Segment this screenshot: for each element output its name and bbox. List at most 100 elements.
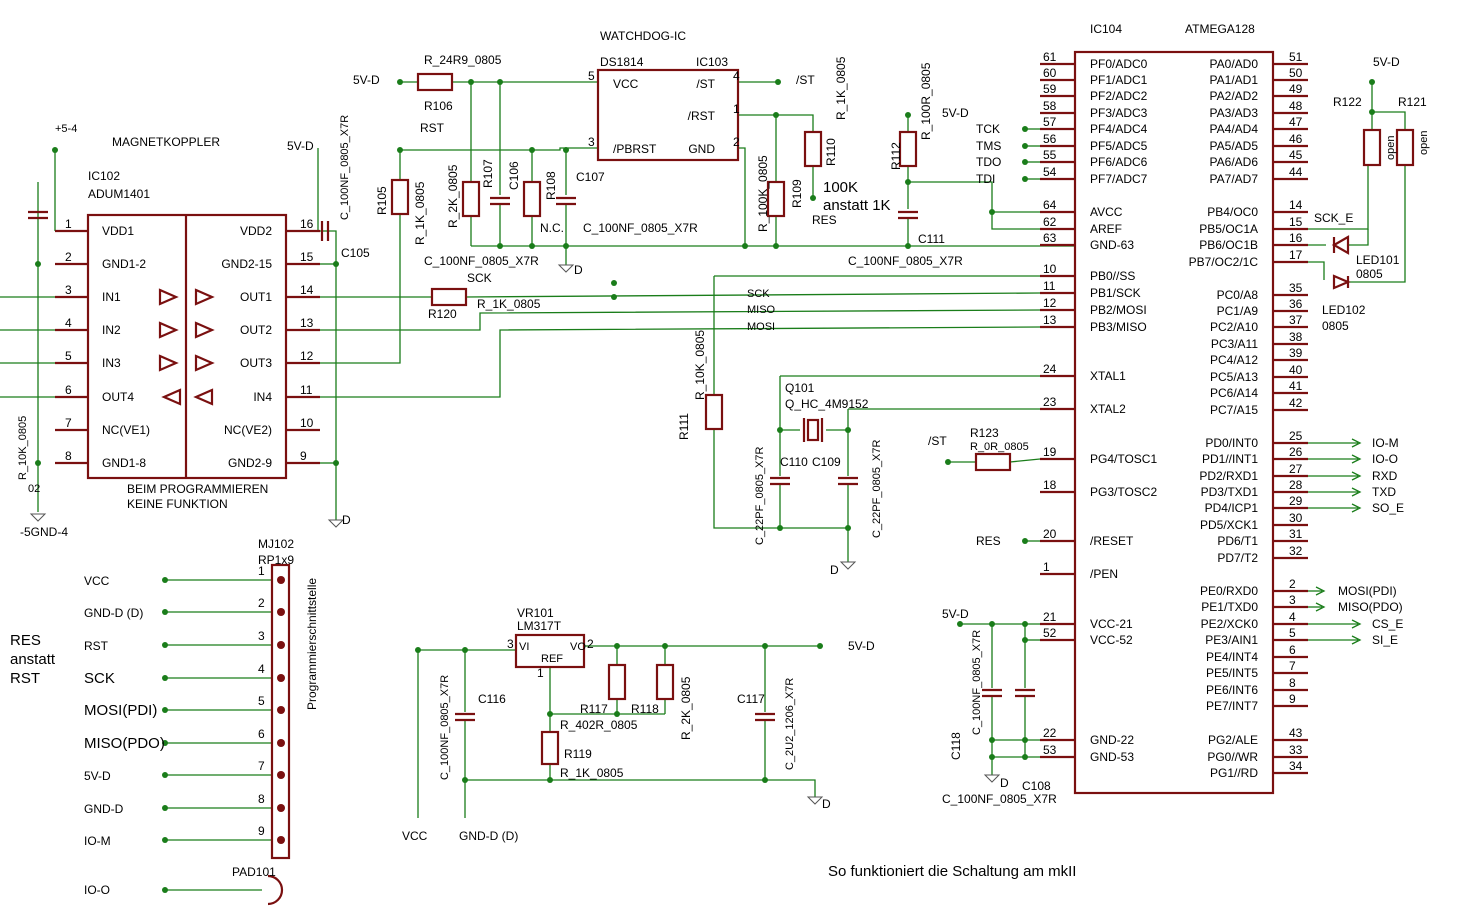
resistor-r121	[1395, 128, 1415, 167]
junction	[989, 754, 995, 760]
part-label: C107	[576, 170, 605, 184]
mcu-pin-num: 18	[1043, 478, 1057, 492]
part-label: R_2K_0805	[679, 676, 693, 740]
mcu-pin-num: 4	[1289, 610, 1296, 624]
junction	[162, 675, 168, 681]
mcu-pin-name: PD2/RXD1	[1199, 469, 1258, 483]
connector-pin-dot	[277, 706, 285, 714]
mcu-pin-num: 30	[1289, 511, 1303, 525]
net-arrow	[1351, 487, 1362, 497]
net-label: SCK	[747, 288, 770, 300]
coupler-pin-num: 5	[65, 349, 72, 363]
junction	[162, 887, 168, 893]
coupler-pin-name: NC(VE2)	[224, 423, 272, 437]
mcu-pin-name: PF6/ADC6	[1090, 155, 1148, 169]
mcu-pin-num: 10	[1043, 262, 1057, 276]
ground-symbol	[557, 264, 575, 273]
watchdog-pin-st: /ST	[696, 77, 715, 91]
mcu-pin-name: PF0/ADC0	[1090, 57, 1148, 71]
mcu-pin-name: PB1/SCK	[1090, 286, 1141, 300]
junction	[52, 147, 58, 153]
mcu-pin-name: PF4/ADC4	[1090, 122, 1148, 136]
mcu-pin-num: 16	[1289, 231, 1303, 245]
mcu-pin-name: PF1/ADC1	[1090, 73, 1148, 87]
junction	[611, 294, 617, 300]
mcu-pin-name: PD1//INT1	[1202, 452, 1258, 466]
mcu-pin-num: 46	[1289, 132, 1303, 146]
wire	[1348, 229, 1369, 246]
junction	[497, 243, 503, 249]
wire	[1372, 111, 1406, 130]
coupler-pin-num: 9	[300, 449, 307, 463]
junction	[162, 772, 168, 778]
mcu-pin-num: 28	[1289, 478, 1303, 492]
net-label: MOSI	[747, 321, 775, 333]
mcu-pin-num: 8	[1289, 676, 1296, 690]
mcu-pin-num: 48	[1289, 99, 1303, 113]
mcu-pin-num: 13	[1043, 313, 1057, 327]
coupler-pin-name: IN3	[102, 356, 121, 370]
connector-signal: MISO(PDO)	[84, 735, 165, 752]
net-label: RXD	[1372, 469, 1398, 483]
connector-pin-dot	[277, 641, 285, 649]
ground-symbol	[806, 796, 824, 805]
part-label: N.C.	[540, 221, 564, 235]
net-label: SCK_E	[1314, 211, 1353, 225]
mcu-pin-num: 14	[1289, 198, 1303, 212]
wire	[738, 114, 814, 132]
resistor-r122	[1362, 128, 1382, 167]
coupler-pin-name: IN4	[253, 390, 272, 404]
part-label: R_2K_0805	[446, 164, 460, 228]
junction	[1022, 621, 1028, 627]
junction	[777, 427, 783, 433]
regulator-pin: VI	[519, 641, 529, 653]
junction	[957, 621, 963, 627]
wire	[320, 214, 401, 364]
mcu-pin-num: 42	[1289, 396, 1303, 410]
mcu-pin-num: 6	[1289, 643, 1296, 657]
mcu-pin-name: PD3/TXD1	[1201, 485, 1259, 499]
resistor-r108	[522, 180, 542, 218]
mcu-pin-name: GND-53	[1090, 750, 1134, 764]
part-label: C_100NF_0805_X7R	[339, 115, 351, 220]
net-label: TCK	[976, 122, 1000, 136]
junction	[529, 243, 535, 249]
coupler-part: ADUM1401	[88, 187, 150, 201]
connector-pin-num: 8	[258, 792, 265, 806]
connector-signal: RST	[84, 639, 109, 653]
mcu-pin-name: AVCC	[1090, 205, 1123, 219]
junction	[497, 79, 503, 85]
junction	[1022, 538, 1028, 544]
coupler-pin-num: 12	[300, 349, 314, 363]
mcu-pin-name: PF7/ADC7	[1090, 172, 1148, 186]
mcu-pin-name: PE5/INT5	[1206, 666, 1258, 680]
mcu-pin-name: VCC-21	[1090, 617, 1133, 631]
buffer-triangle	[194, 288, 215, 306]
mcu-body	[1073, 50, 1275, 795]
watchdog-pin-rst: /RST	[688, 109, 716, 123]
mcu-pin-name: PB2/MOSI	[1090, 303, 1147, 317]
part-label: C108	[1022, 779, 1051, 793]
mcu-pin-num: 51	[1289, 50, 1303, 64]
junction	[614, 711, 620, 717]
coupler-pin-num: 10	[300, 416, 314, 430]
mcu-pin-name: PF5/ADC5	[1090, 139, 1148, 153]
mcu-pin-num: 39	[1289, 346, 1303, 360]
net-arrow	[1315, 602, 1326, 612]
part-label: 0805	[1322, 319, 1349, 333]
junction	[611, 280, 617, 286]
part-label: R_100K_0805	[756, 155, 770, 232]
coupler-pin-name: OUT2	[240, 323, 272, 337]
connector-pin-num: 2	[258, 596, 265, 610]
net-label: 5V-D	[1373, 55, 1400, 69]
part-label: C111	[918, 232, 945, 246]
net-label: 5V-D	[287, 139, 314, 153]
coupler-pin-name: GND2-9	[228, 456, 272, 470]
part-label: C_100NF_0805_X7R	[971, 630, 983, 735]
junction	[415, 647, 421, 653]
coupler-pin-num: 6	[65, 383, 72, 397]
regulator-ref: VR101	[517, 606, 554, 620]
mcu-pin-num: 2	[1289, 577, 1296, 591]
coupler-pin-num: 15	[300, 250, 314, 264]
